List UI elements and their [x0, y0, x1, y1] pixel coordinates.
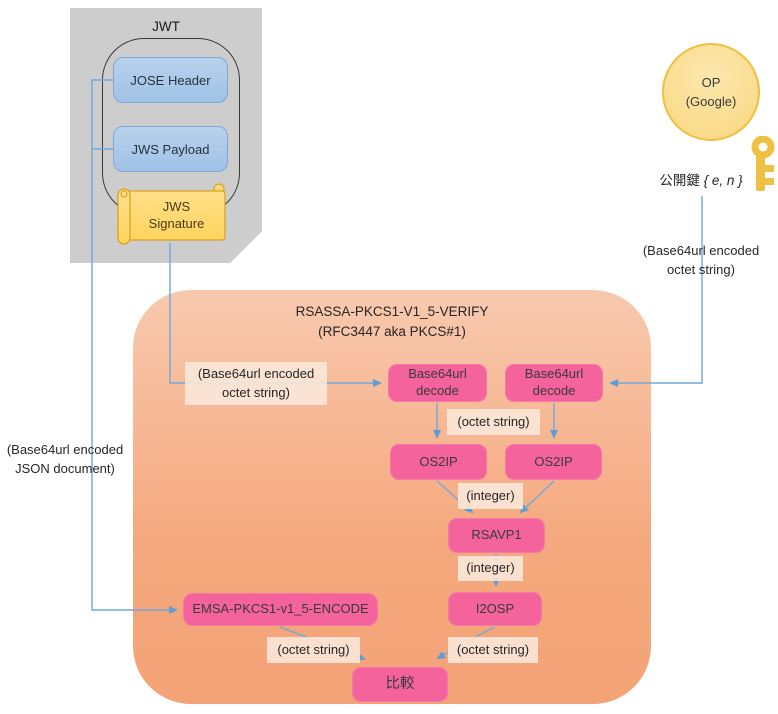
node-compare: 比較 [352, 667, 448, 702]
op-label-line1: OP [701, 74, 721, 90]
label-signature-encoding: (Base64url encoded octet string) [185, 362, 327, 405]
op-label-line2: (Google) [685, 94, 737, 109]
jws-signature-line1: JWS [162, 199, 191, 215]
key-icon [751, 136, 775, 191]
label-octet-string-bottom-left: (octet string) [267, 637, 360, 663]
node-base64url-decode-right: Base64url decode [505, 364, 603, 402]
label-signature-encoding-line2: octet string) [222, 384, 290, 400]
node-os2ip-right: OS2IP [505, 444, 602, 480]
public-key-params: { e, n } [703, 173, 743, 188]
folded-corner-icon [230, 231, 262, 263]
public-key-label: 公開鍵 { e, n } [632, 169, 770, 189]
jws-payload-box: JWS Payload [113, 126, 228, 172]
node-base64url-decode-left: Base64url decode [388, 364, 487, 402]
jwt-document: JWT JOSE Header JWS Payload JWS Signatur… [70, 8, 262, 263]
label-integer-bottom: (integer) [458, 556, 523, 581]
label-op-encoding-line1: (Base64url encoded [642, 243, 760, 258]
label-op-encoding: (Base64url encoded octet string) [628, 242, 774, 280]
jwt-title: JWT [152, 19, 180, 34]
label-integer-top: (integer) [458, 483, 523, 509]
jws-signature-line2: Signature [148, 216, 205, 231]
label-jose-encoding-line1: (Base64url encoded [6, 442, 124, 457]
verify-title-line1: RSASSA-PKCS1-V1_5-VERIFY [295, 304, 489, 319]
node-emsa-encode: EMSA-PKCS1-v1_5-ENCODE [183, 593, 378, 626]
label-jose-encoding-line2: JSON document) [15, 460, 115, 476]
label-octet-string-bottom-right: (octet string) [448, 637, 538, 663]
node-i2osp: I2OSP [448, 592, 542, 626]
verify-title: RSASSA-PKCS1-V1_5-VERIFY (RFC3447 aka PK… [133, 302, 651, 341]
verify-container [133, 290, 651, 704]
label-op-encoding-line2: octet string) [667, 261, 735, 277]
op-circle: OP (Google) [662, 43, 760, 141]
label-octet-string-top: (octet string) [447, 409, 540, 435]
public-key-prefix: 公開鍵 [659, 173, 704, 188]
node-rsavp1: RSAVP1 [448, 518, 545, 553]
jose-header-box: JOSE Header [113, 57, 228, 103]
verify-title-line2: (RFC3447 aka PKCS#1) [318, 323, 466, 339]
jws-signature-label: JWS Signature [125, 192, 228, 240]
node-os2ip-left: OS2IP [390, 444, 487, 480]
label-jose-encoding: (Base64url encoded JSON document) [0, 441, 130, 479]
label-signature-encoding-line1: (Base64url encoded [197, 366, 315, 382]
